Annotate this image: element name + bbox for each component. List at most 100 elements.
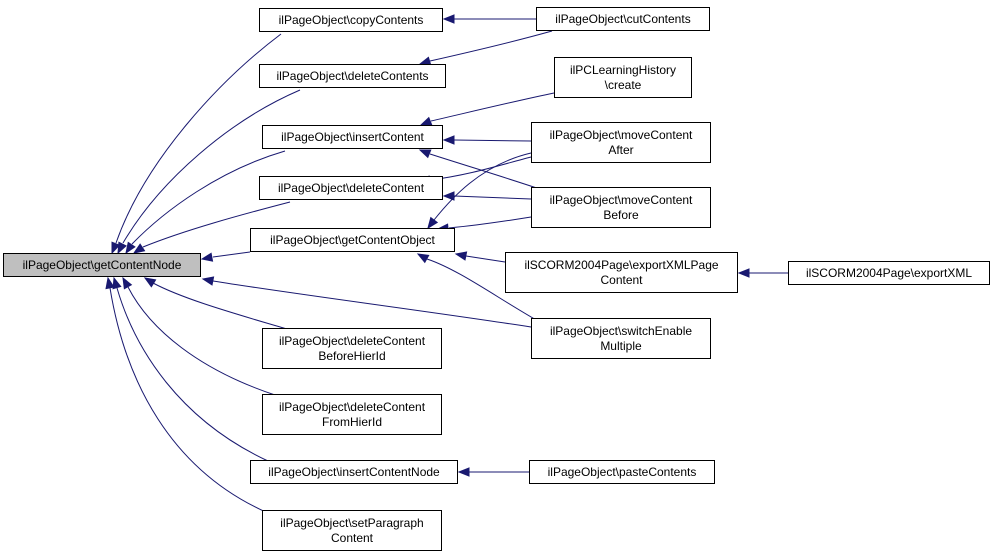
node-label-line-1: ilSCORM2004Page\exportXMLPage	[524, 257, 719, 272]
edge-getobj-root	[200, 251, 251, 262]
node-label-line-2: Multiple	[600, 338, 642, 353]
node-delContents[interactable]: ilPageObject\deleteContents	[259, 64, 446, 88]
edge-arrowhead	[442, 135, 455, 145]
edge-arrowhead	[454, 251, 468, 261]
node-label-line-1: ilPageObject\switchEnable	[549, 323, 693, 338]
edge-line	[430, 92, 555, 122]
edge-scormexport-scormpage	[737, 268, 788, 278]
edge-cut-delcontents	[418, 30, 553, 66]
node-scormExport[interactable]: ilSCORM2004Page\exportXML	[788, 261, 990, 285]
edge-line	[453, 195, 532, 200]
edge-switch-getobj	[416, 253, 546, 326]
edge-movebefore-delcontent	[442, 191, 532, 201]
edge-paste-insertnode	[457, 467, 529, 477]
edge-arrowhead	[737, 268, 750, 278]
edge-moveafter-getobj	[427, 152, 532, 230]
node-label-line-1: ilPageObject\getContentNode	[22, 257, 182, 272]
edge-arrowhead	[442, 14, 455, 24]
edge-arrowhead	[419, 116, 433, 126]
edge-line	[152, 282, 291, 331]
edge-arrowhead	[117, 241, 127, 255]
edge-delbefore-root	[143, 277, 291, 331]
node-delContent[interactable]: ilPageObject\deleteContent	[259, 176, 443, 200]
edge-arrowhead	[143, 277, 157, 288]
edge-arrowhead	[132, 243, 146, 254]
edge-delcontent-root	[132, 201, 291, 254]
node-label-line-2: BeforeHierId	[318, 348, 386, 363]
edge-line	[212, 280, 532, 328]
edge-arrowhead	[105, 276, 115, 290]
edge-moveafter-insert	[442, 135, 532, 145]
edge-line	[453, 139, 532, 142]
node-label-line-2: Content	[330, 530, 374, 545]
edge-line	[426, 258, 546, 326]
edge-cut-copy	[442, 14, 536, 24]
node-insertNode[interactable]: ilPageObject\insertContentNode	[250, 460, 458, 484]
edge-arrowhead	[416, 253, 430, 264]
edge-arrowhead	[122, 276, 133, 290]
node-label-line-1: ilPageObject\copyContents	[278, 12, 424, 27]
node-label-line-2: Content	[600, 272, 643, 287]
edge-delfrom-root	[122, 276, 276, 396]
node-insert[interactable]: ilPageObject\insertContent	[262, 125, 443, 149]
edge-line	[122, 89, 301, 244]
node-label-line-1: ilPageObject\getContentObject	[270, 232, 435, 247]
edge-copy-root	[111, 33, 282, 255]
edge-arrowhead	[200, 252, 214, 262]
node-label-line-1: ilPageObject\pasteContents	[547, 464, 697, 479]
node-label-line-1: ilSCORM2004Page\exportXML	[805, 265, 973, 280]
node-label-line-2: After	[608, 142, 634, 157]
node-lhCreate[interactable]: ilPCLearningHistory\create	[554, 57, 692, 98]
edge-arrowhead	[112, 276, 122, 290]
edge-arrowhead	[125, 241, 136, 255]
node-label-line-1: ilPageObject\deleteContent	[277, 180, 425, 195]
edge-line	[127, 286, 276, 396]
edge-line	[131, 150, 286, 245]
node-copy[interactable]: ilPageObject\copyContents	[259, 8, 443, 32]
node-label-line-2: \create	[604, 77, 642, 92]
node-label-line-2: FromHierId	[321, 414, 382, 429]
node-label-line-1: ilPageObject\deleteContent	[278, 333, 426, 348]
node-label-line-1: ilPageObject\cutContents	[555, 11, 691, 26]
edge-insertnode-root	[112, 276, 269, 462]
node-label-line-1: ilPageObject\moveContent	[549, 127, 693, 142]
edge-delcontents-root	[117, 89, 301, 255]
edge-line	[115, 33, 282, 244]
edge-arrowhead	[111, 241, 121, 255]
node-root[interactable]: ilPageObject\getContentNode	[3, 253, 201, 277]
node-getObj[interactable]: ilPageObject\getContentObject	[250, 228, 455, 252]
edge-switch-root	[201, 276, 532, 328]
edge-arrowhead	[457, 467, 470, 477]
node-label-line-1: ilPageObject\setParagraph	[280, 515, 424, 530]
edge-line	[212, 251, 251, 258]
edge-line	[116, 287, 269, 462]
node-label-line-1: ilPageObject\insertContentNode	[268, 464, 440, 479]
node-label-line-1: ilPageObject\deleteContent	[278, 399, 426, 414]
node-paste[interactable]: ilPageObject\pasteContents	[529, 460, 715, 484]
edge-line	[429, 156, 532, 181]
edge-line	[429, 30, 553, 62]
edge-scormpage-getobj	[454, 251, 506, 263]
node-cut[interactable]: ilPageObject\cutContents	[536, 7, 710, 31]
edge-line	[142, 201, 291, 248]
edge-arrowhead	[418, 149, 432, 159]
edge-insert-root	[125, 150, 286, 255]
edge-arrowhead	[427, 216, 439, 230]
node-label-line-2: Before	[603, 207, 639, 222]
edge-line	[109, 287, 269, 514]
edge-arrowhead	[442, 191, 455, 201]
edge-line	[465, 255, 506, 263]
edge-line	[448, 216, 532, 229]
node-label-line-1: ilPageObject\insertContent	[281, 129, 424, 144]
edge-setpara-root	[105, 276, 269, 514]
node-label-line-1: ilPCLearningHistory	[569, 62, 677, 77]
node-label-line-1: ilPageObject\deleteContents	[276, 68, 429, 83]
node-label-line-1: ilPageObject\moveContent	[549, 192, 693, 207]
